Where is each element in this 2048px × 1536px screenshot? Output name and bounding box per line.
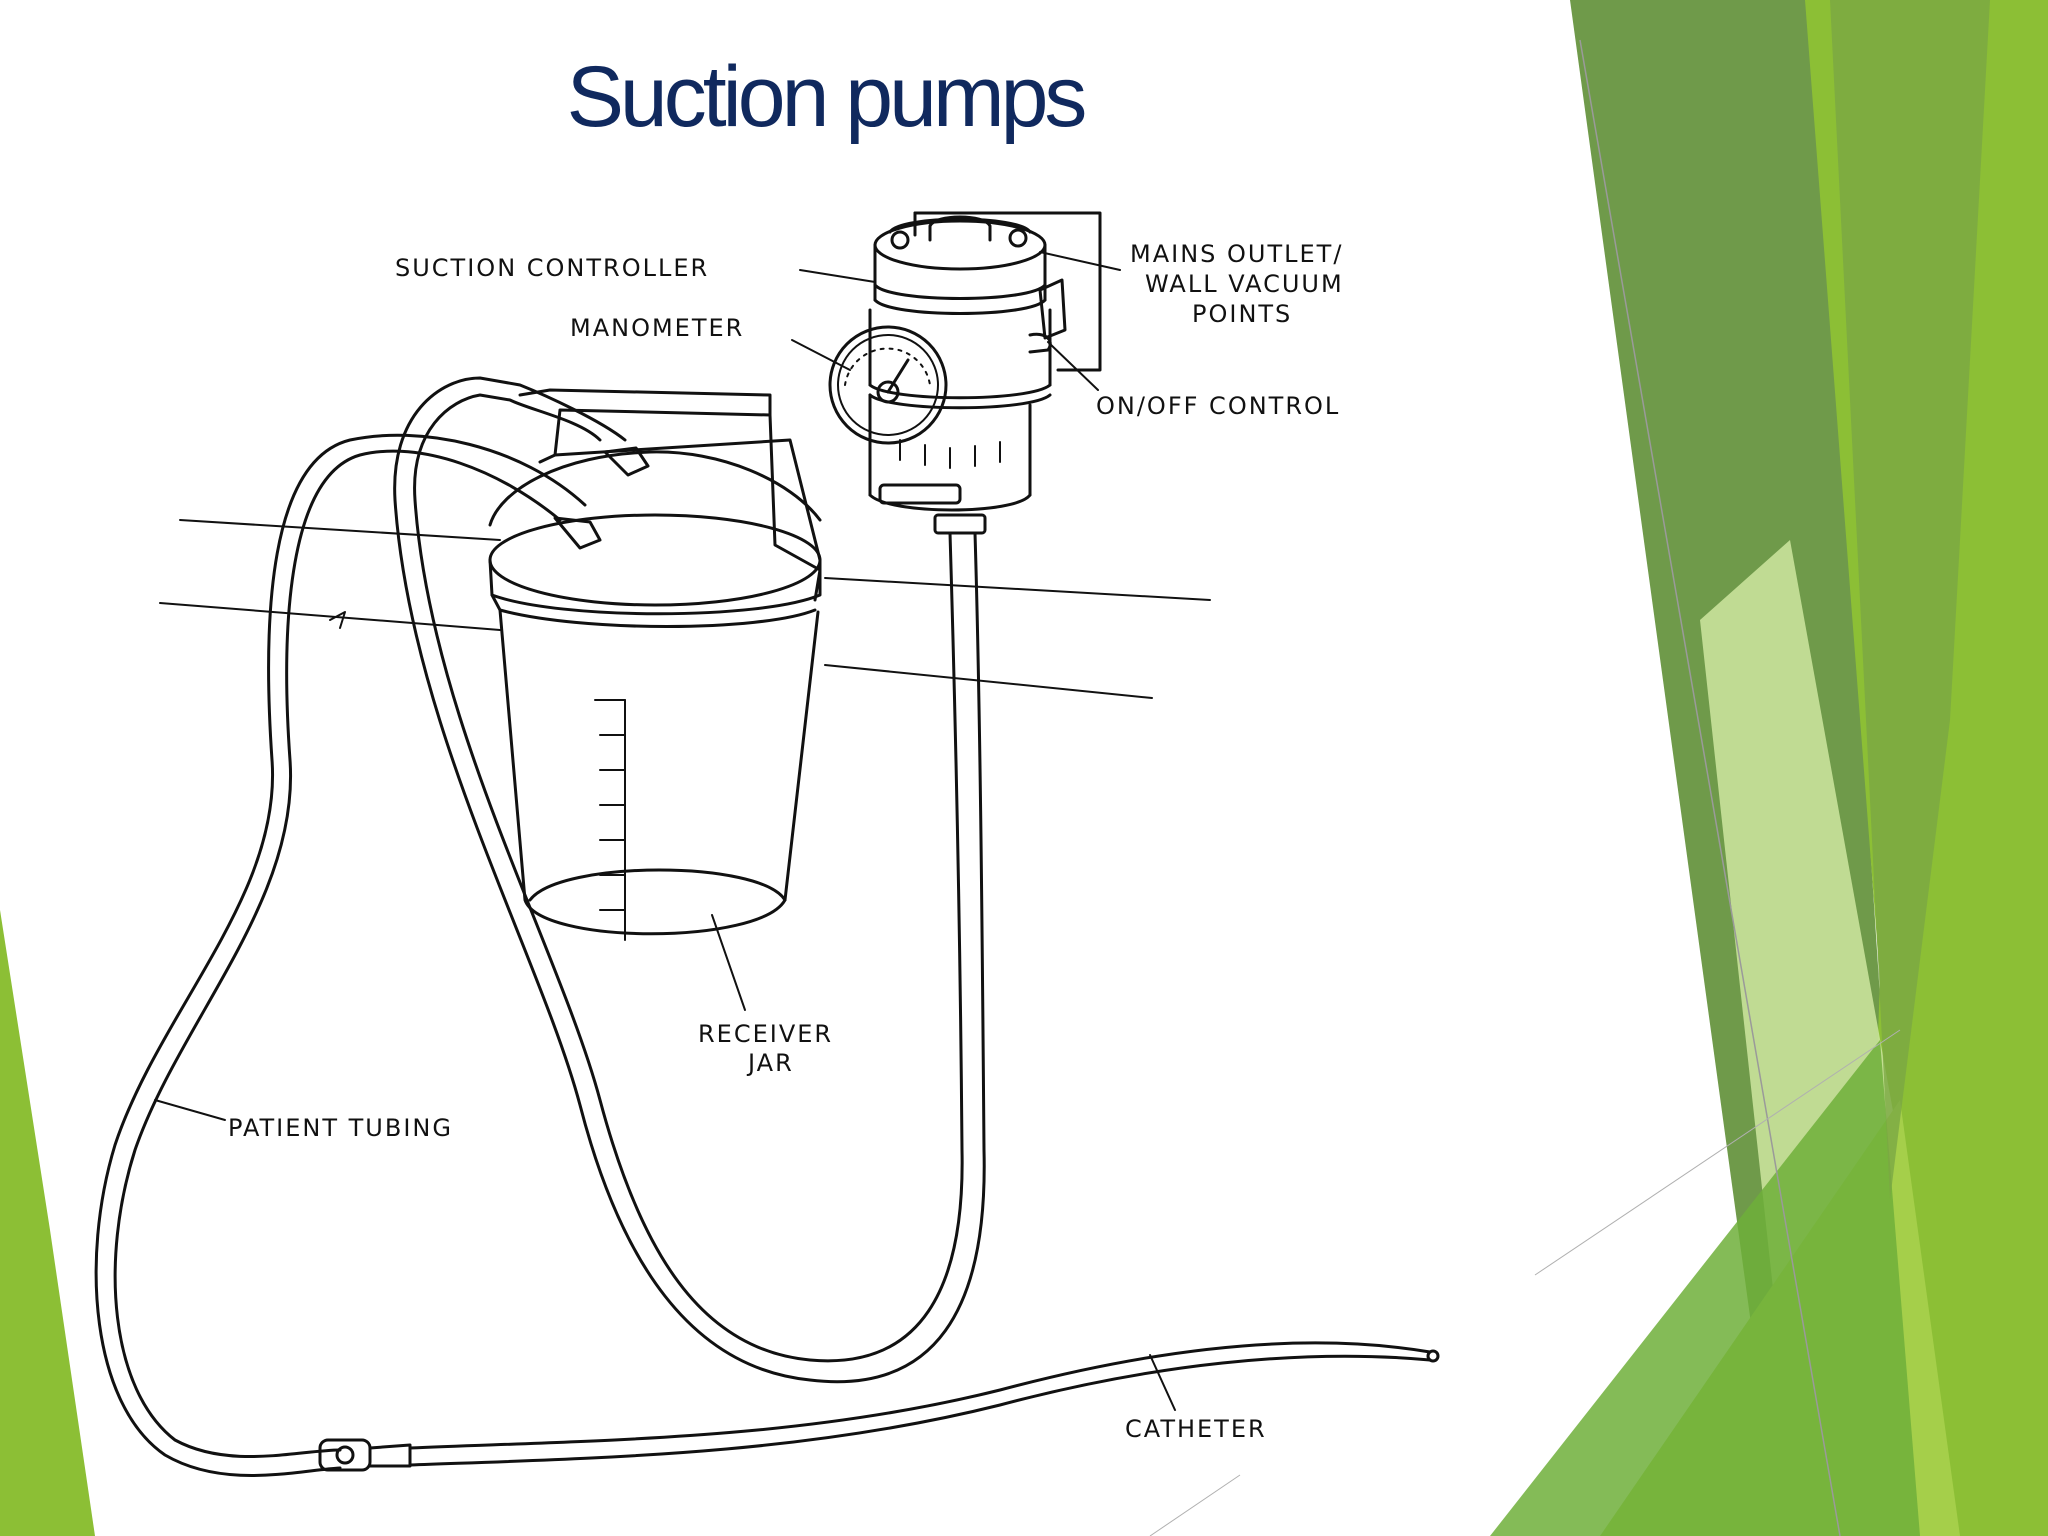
- left-green-shape: [0, 910, 95, 1536]
- label-patient-tubing: PATIENT TUBING: [228, 1114, 453, 1142]
- thin-line-1: [1579, 39, 1841, 1536]
- slide-title: Suction pumps: [566, 49, 1088, 145]
- manometer-gauge: [828, 325, 948, 445]
- label-receiver-jar-1: RECEIVER: [698, 1020, 833, 1048]
- vacuum-tubing: [413, 393, 964, 1363]
- label-mains-outlet-2: WALL VACUUM: [1145, 270, 1344, 298]
- label-suction-controller: SUCTION CONTROLLER: [395, 254, 709, 282]
- label-mains-outlet-1: MAINS OUTLET/: [1130, 240, 1343, 268]
- right-green-shape-mid: [1490, 1040, 1920, 1536]
- label-receiver-jar-2: JAR: [746, 1049, 794, 1077]
- label-catheter: CATHETER: [1125, 1415, 1267, 1443]
- thin-line-2: [1534, 1029, 1901, 1276]
- label-on-off-control: ON/OFF CONTROL: [1096, 392, 1340, 420]
- catheter-line: [408, 1341, 1432, 1450]
- label-manometer: MANOMETER: [570, 314, 744, 342]
- receiver-jar: [488, 450, 822, 941]
- right-green-shape-deep: [1830, 0, 1990, 1200]
- thin-line-3: [1149, 1474, 1241, 1536]
- label-mains-outlet-3: POINTS: [1192, 300, 1292, 328]
- patient-tubing: [113, 449, 562, 1459]
- tube-connector: [318, 1438, 412, 1472]
- wall-plate: [913, 211, 1102, 372]
